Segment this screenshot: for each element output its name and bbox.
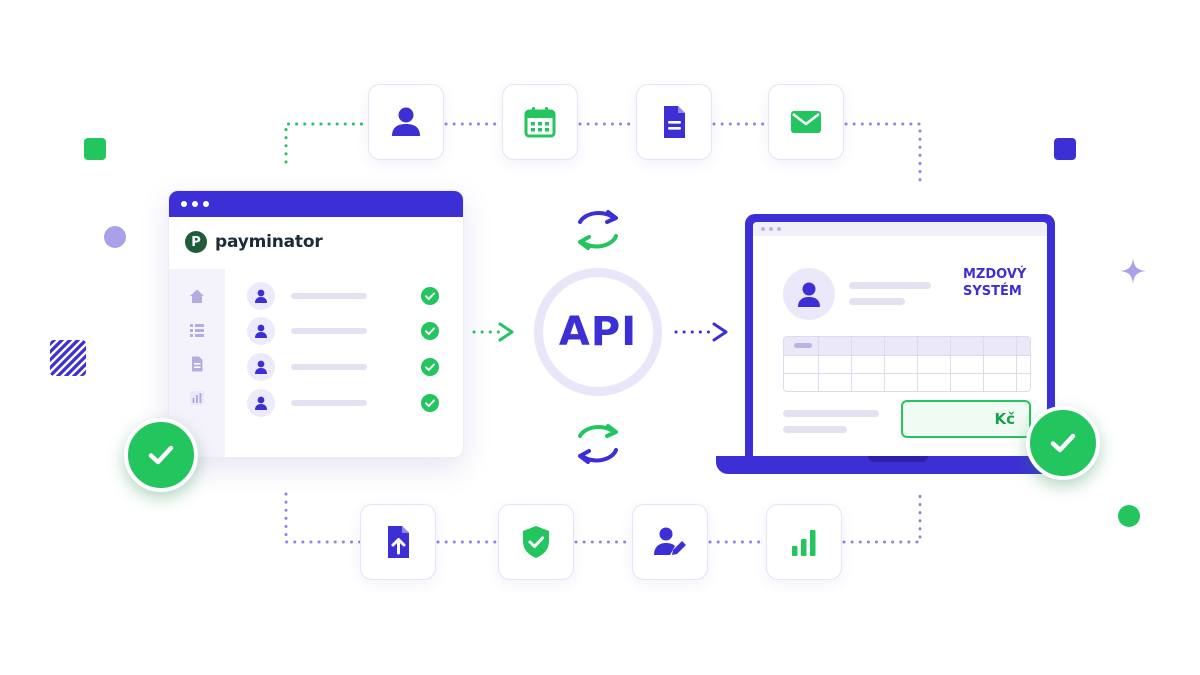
placeholder-line (849, 282, 931, 289)
sync-top-icon (578, 210, 618, 250)
employee-row (247, 316, 443, 346)
check-icon (421, 322, 439, 340)
table-rule (884, 337, 885, 391)
user-edit-icon (654, 527, 686, 555)
window-dot (203, 201, 209, 207)
payminator-app-window: P payminator (168, 190, 464, 458)
window-dot (181, 201, 187, 207)
window-title-bar (169, 191, 463, 217)
avatar (247, 353, 275, 381)
table-rule (784, 373, 1030, 374)
blue-square-decoration (1054, 138, 1076, 160)
file-upload-tile (360, 504, 436, 580)
shield-tile (498, 504, 574, 580)
placeholder-line (783, 426, 847, 433)
row-placeholder-line (291, 400, 367, 406)
file-upload-icon (388, 526, 409, 558)
sync-bottom-icon (578, 424, 618, 464)
table-rule (917, 337, 918, 391)
brand-name: payminator (215, 232, 323, 252)
success-badge-left (124, 418, 198, 492)
calendar-icon (524, 107, 556, 138)
table-header (784, 337, 1030, 355)
calendar-tile (502, 84, 578, 160)
shield-check-icon (523, 526, 549, 558)
employee-avatar (783, 268, 835, 320)
api-label: API (558, 309, 638, 355)
table-rule (784, 355, 1030, 356)
avatar (247, 317, 275, 345)
brand-logo: P (185, 231, 207, 253)
laptop-title-bar (753, 222, 1047, 236)
check-icon (148, 445, 174, 465)
document-tile (636, 84, 712, 160)
window-dot (192, 201, 198, 207)
row-placeholder-line (291, 293, 367, 299)
avatar (247, 282, 275, 310)
list-icon[interactable] (188, 321, 206, 339)
row-placeholder-line (291, 364, 367, 370)
user-icon (392, 107, 420, 136)
salary-amount-field[interactable]: Kč (901, 400, 1031, 438)
document-icon[interactable] (188, 355, 206, 373)
placeholder-line (849, 298, 905, 305)
bar-chart-tile (766, 504, 842, 580)
mail-icon (791, 111, 821, 133)
striped-square-decoration (50, 340, 86, 376)
table-rule (1016, 337, 1017, 391)
home-icon[interactable] (188, 287, 206, 305)
bar-chart-icon (792, 530, 816, 556)
table-rule (851, 337, 852, 391)
currency-label: Kč (994, 410, 1015, 428)
placeholder-line (783, 410, 879, 417)
lavender-circle-decoration (104, 226, 126, 248)
document-icon (664, 106, 685, 138)
sparkle-decoration (1120, 258, 1146, 284)
employee-row (247, 388, 443, 418)
check-icon (421, 394, 439, 412)
avatar (247, 389, 275, 417)
laptop-base (716, 456, 1080, 474)
payroll-system-laptop: MZDOVÝ SYSTÉM Kč (745, 214, 1055, 459)
green-square-decoration (84, 138, 106, 160)
green-circle-decoration (1118, 505, 1140, 527)
window-dot (769, 227, 773, 231)
window-dot (777, 227, 781, 231)
payroll-table (783, 336, 1031, 392)
chart-icon[interactable] (188, 389, 206, 407)
employee-row (247, 352, 443, 382)
api-node: API (534, 268, 662, 396)
check-icon (421, 358, 439, 376)
header-placeholder (794, 343, 812, 348)
check-icon (421, 287, 439, 305)
table-rule (983, 337, 984, 391)
success-badge-right (1026, 406, 1100, 480)
laptop-notch (868, 456, 928, 462)
user-tile (368, 84, 444, 160)
employee-row (247, 281, 443, 311)
check-icon (1050, 433, 1076, 453)
mail-tile (768, 84, 844, 160)
row-placeholder-line (291, 328, 367, 334)
table-rule (818, 337, 819, 391)
payminator-brand: P payminator (185, 231, 323, 253)
payroll-system-title: MZDOVÝ SYSTÉM (963, 267, 1027, 299)
table-rule (950, 337, 951, 391)
window-dot (761, 227, 765, 231)
user-edit-tile (632, 504, 708, 580)
laptop-screen: MZDOVÝ SYSTÉM Kč (753, 222, 1047, 459)
